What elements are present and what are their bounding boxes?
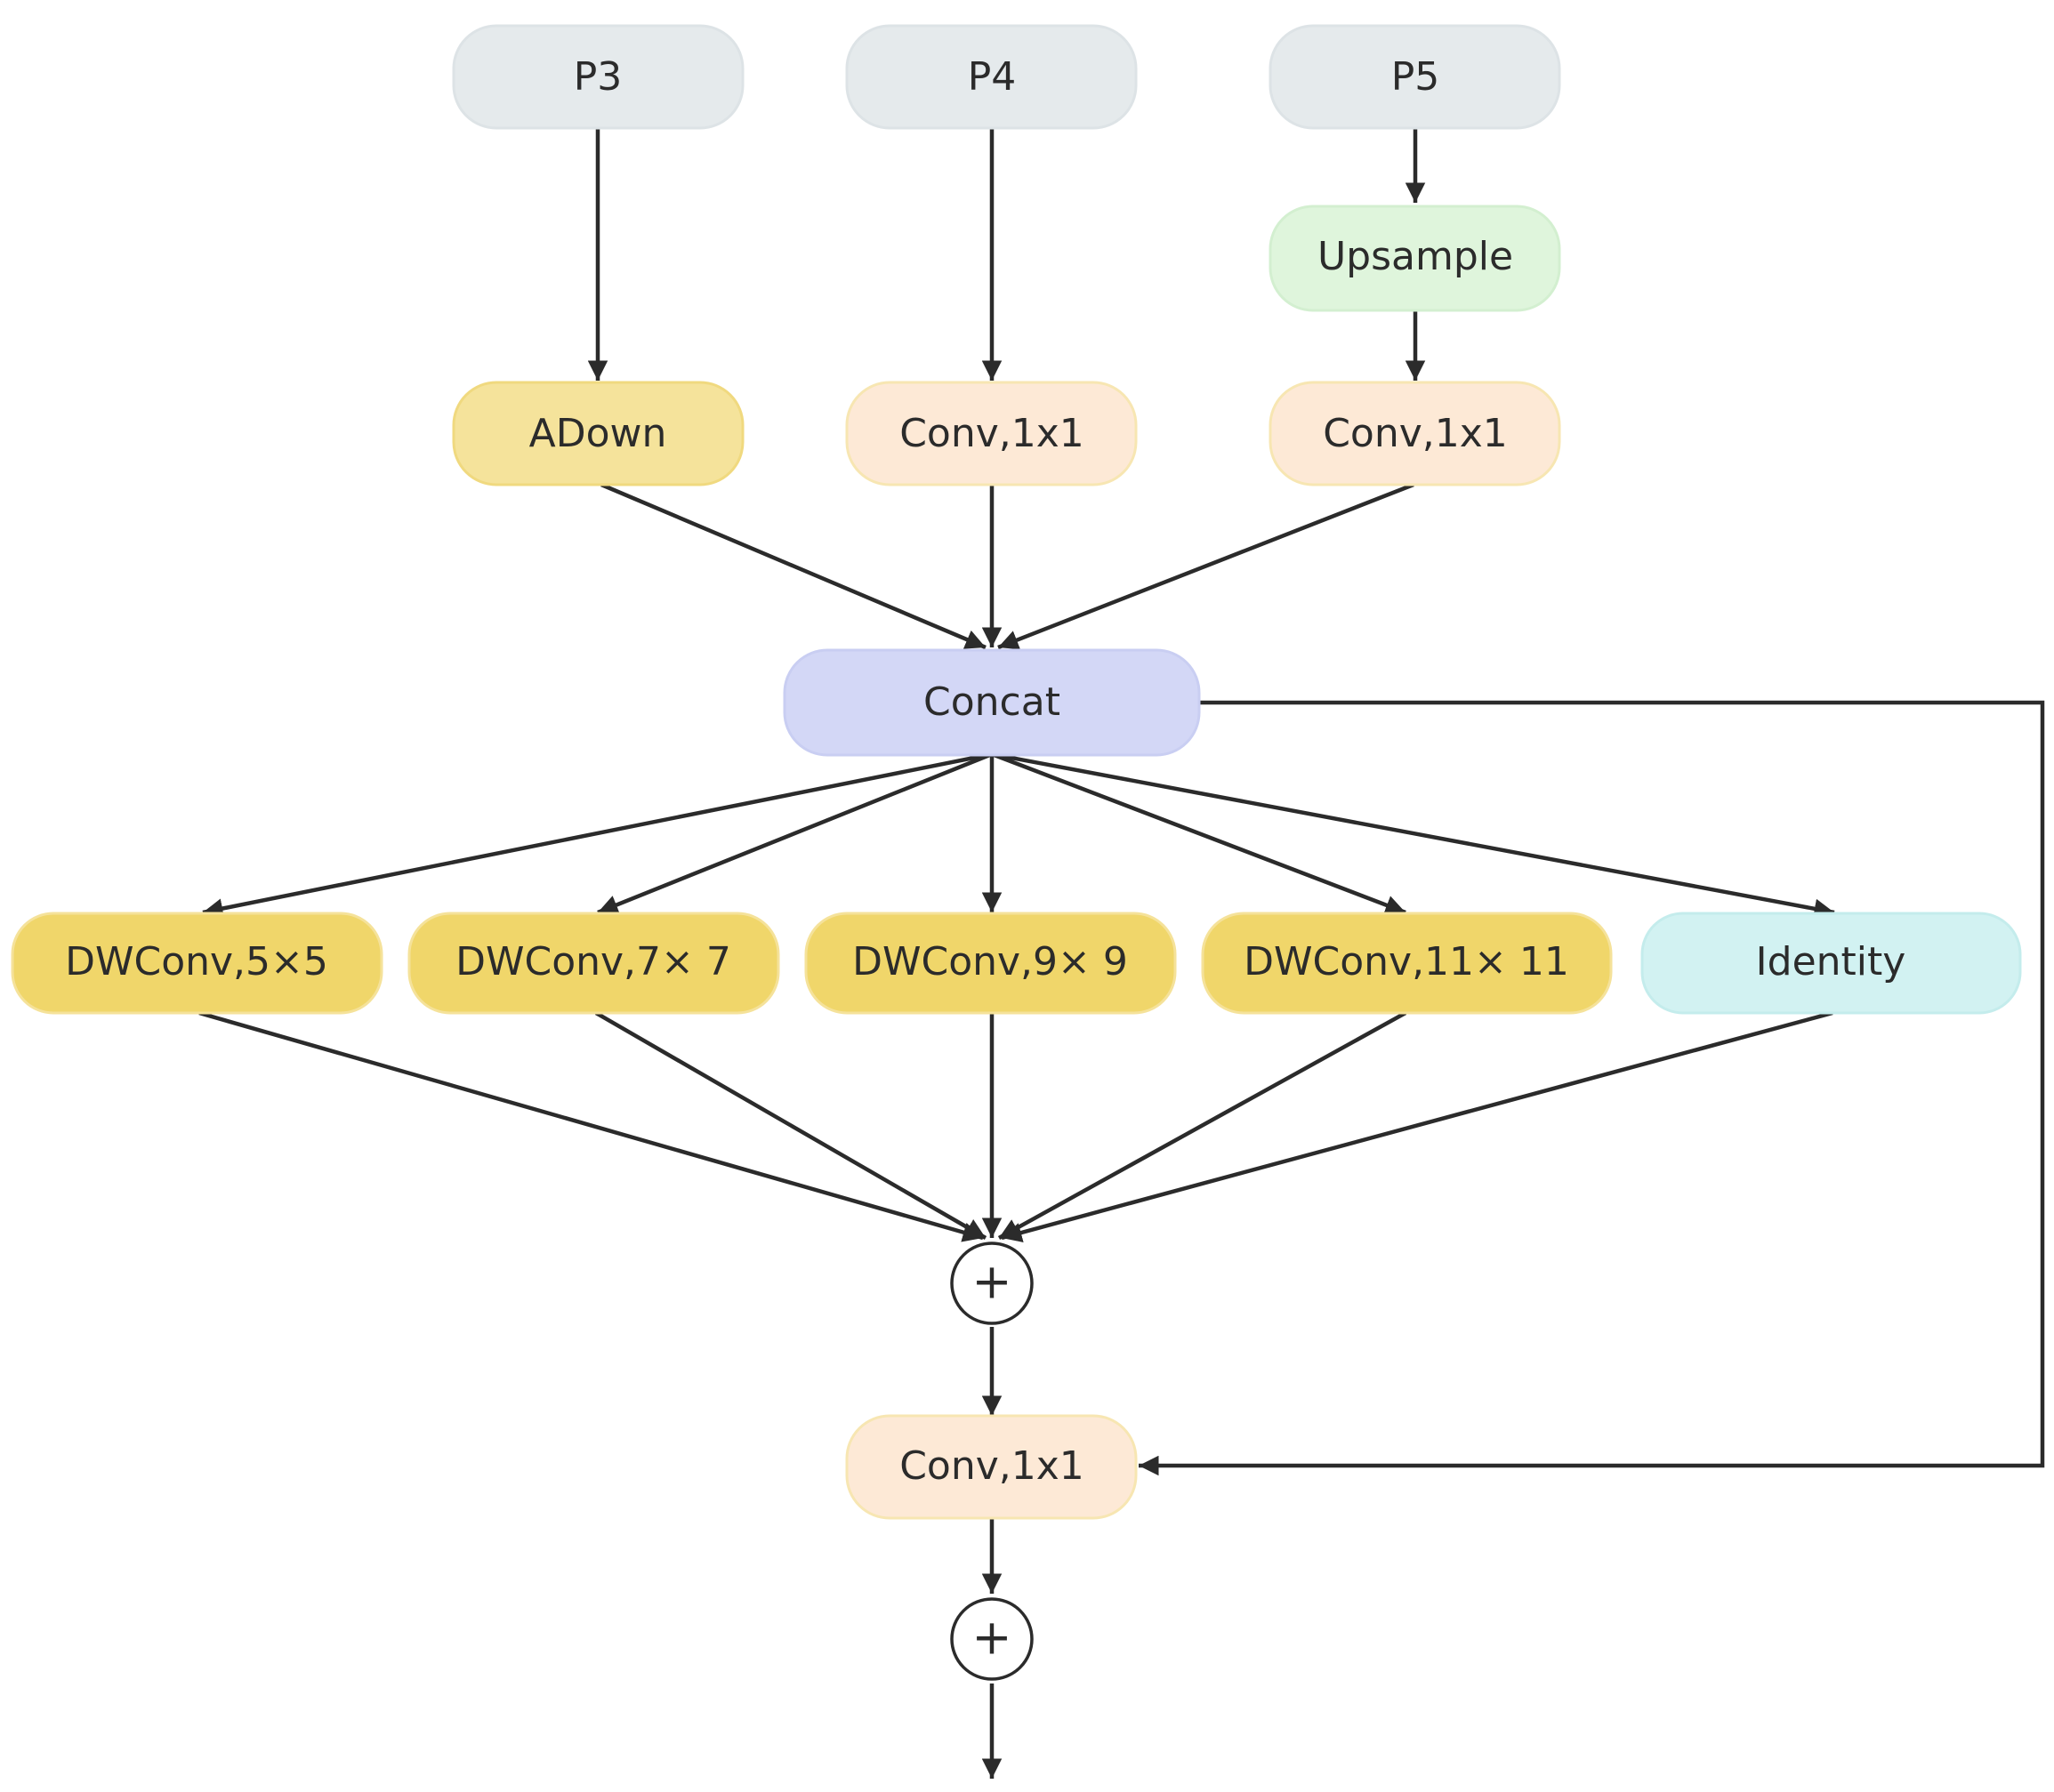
node-conv-p5-label: Conv,1x1 (1323, 411, 1508, 456)
edge-dw11-sum (997, 1011, 1407, 1240)
node-dwconv-7x7: DWConv,7× 7 (407, 912, 780, 1015)
node-adown: ADown (452, 381, 745, 486)
node-conv-p5-box (1269, 381, 1561, 486)
node-p4: P4 (845, 24, 1138, 130)
edge-identity-sum (1001, 1010, 1833, 1242)
sum-node-1-label: + (971, 1254, 1011, 1310)
node-conv-p4: Conv,1x1 (845, 381, 1138, 486)
node-dwconv-5x5-label: DWConv,5×5 (65, 939, 328, 984)
node-p4-box (845, 24, 1138, 130)
edge-dw5-sum (198, 1010, 984, 1242)
edge-conv-p5-concat (997, 482, 1414, 650)
edge-concat-dw11 (991, 751, 1406, 915)
node-adown-box (452, 381, 745, 486)
node-conv-p5: Conv,1x1 (1269, 381, 1561, 486)
node-p4-label: P4 (968, 54, 1017, 100)
node-concat: Concat (783, 648, 1201, 757)
node-p5-box (1269, 24, 1561, 130)
sum-node-2-label: + (971, 1610, 1011, 1666)
node-identity-box (1640, 912, 2022, 1015)
node-p5: P5 (1269, 24, 1561, 130)
node-concat-label: Concat (923, 679, 1060, 725)
node-dwconv-11x11: DWConv,11× 11 (1201, 912, 1613, 1015)
node-upsample: Upsample (1269, 205, 1561, 312)
node-dwconv-5x5-box (11, 912, 383, 1015)
edge-concat-dw5 (202, 751, 993, 919)
node-dwconv-7x7-box (407, 912, 780, 1015)
node-dwconv-9x9: DWConv,9× 9 (804, 912, 1177, 1015)
edge-dw7-sum (594, 1011, 987, 1240)
node-dwconv-11x11-box (1201, 912, 1613, 1015)
node-p3-label: P3 (574, 54, 623, 100)
node-dwconv-7x7-label: DWConv,7× 7 (455, 939, 731, 984)
node-dwconv-9x9-box (804, 912, 1177, 1015)
edge-concat-skip (1139, 700, 2045, 1476)
node-conv-out-box (845, 1414, 1138, 1520)
node-dwconv-9x9-label: DWConv,9× 9 (852, 939, 1128, 984)
node-adown-label: ADown (529, 411, 667, 456)
edge-concat-identity (991, 751, 1835, 919)
sum-node-2-circle (950, 1597, 1034, 1681)
node-conv-p4-label: Conv,1x1 (899, 411, 1084, 456)
node-identity: Identity (1640, 912, 2022, 1015)
node-p3-box (452, 24, 745, 130)
node-dwconv-11x11-label: DWConv,11× 11 (1244, 939, 1569, 984)
edges (198, 129, 2045, 1779)
node-dwconv-5x5: DWConv,5×5 (11, 912, 383, 1015)
sum-node-2: + (950, 1597, 1034, 1681)
edge-concat-dw7 (597, 751, 993, 915)
node-identity-label: Identity (1756, 939, 1906, 984)
edge-adown-concat (600, 482, 987, 650)
node-p3: P3 (452, 24, 745, 130)
node-conv-p4-box (845, 381, 1138, 486)
sum-node-1-circle (950, 1242, 1034, 1325)
node-upsample-label: Upsample (1317, 234, 1513, 279)
node-concat-box (783, 648, 1201, 757)
sum-node-1: + (950, 1242, 1034, 1325)
node-conv-out-label: Conv,1x1 (899, 1443, 1084, 1489)
node-conv-out: Conv,1x1 (845, 1414, 1138, 1520)
node-upsample-box (1269, 205, 1561, 312)
node-p5-label: P5 (1391, 54, 1440, 100)
